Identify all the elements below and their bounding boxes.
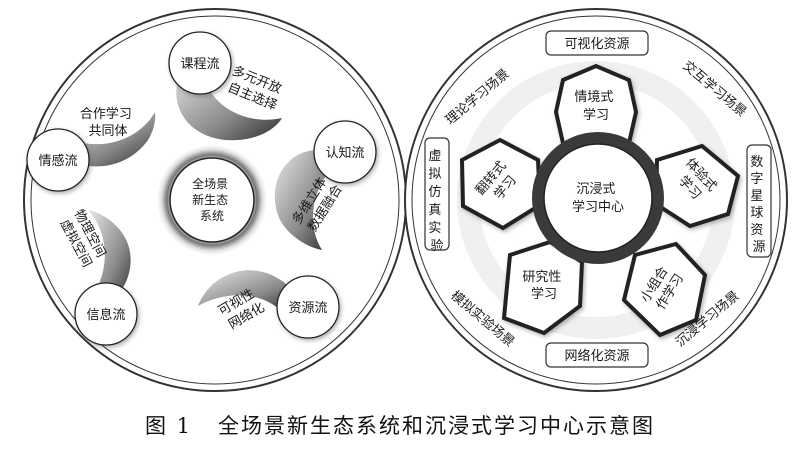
resource-box-virtual-sim-label: 虚 拟 仿 真 实 验: [428, 149, 445, 254]
arm-cognition: [274, 150, 330, 250]
svg-text:网络化资源: 网络化资源: [564, 348, 629, 364]
svg-text:情感流: 情感流: [38, 153, 77, 169]
left-diagram: 全场景 新生态 系统 课程流 认知流 资源流 信息流 情感流 多元开放 自主选: [23, 8, 407, 392]
flow-node-cognition: 认知流: [313, 120, 377, 184]
svg-text:课程流: 课程流: [180, 57, 219, 72]
svg-text:认知流: 认知流: [325, 145, 364, 161]
arm-label-cooperative: 合作学习 共同体: [80, 106, 136, 139]
svg-text:可视化资源: 可视化资源: [564, 37, 629, 52]
left-center-circle: [169, 157, 255, 243]
hexagon-group: 小组合 作学习: [621, 241, 708, 338]
resource-box-digital-planet: 数 字 星 球 资 源: [746, 144, 772, 258]
arm-resource: [198, 270, 300, 310]
resource-box-network: 网络化资源: [545, 342, 649, 368]
resource-box-visual: 可视化资源: [545, 30, 649, 56]
resource-box-digital-planet-label: 数 字 星 球 资 源: [750, 155, 767, 255]
left-center-label: 全场景 新生态 系统: [192, 176, 232, 223]
svg-text:情境式 学习: 情境式 学习: [574, 90, 617, 123]
svg-text:研究性 学习: 研究性 学习: [522, 270, 565, 302]
arm-information: [88, 210, 131, 307]
figure-title: 全场景新生态系统和沉浸式学习中心示意图: [218, 414, 656, 438]
hexagon-situational: 情境式 学习: [553, 63, 639, 154]
right-center-label: 沉浸式 学习中心: [572, 182, 624, 215]
figure-caption: 图 1 全场景新生态系统和沉浸式学习中心示意图: [0, 410, 800, 440]
figure-number: 图 1: [144, 414, 193, 438]
svg-text:信息流: 信息流: [86, 307, 125, 323]
flow-node-information: 信息流: [74, 282, 138, 346]
flow-node-resource: 资源流: [276, 275, 340, 339]
hexagon-research: 研究性 学习: [501, 239, 585, 336]
right-center-circle: [543, 143, 653, 253]
svg-text:资源流: 资源流: [288, 301, 327, 316]
flow-node-course: 课程流: [168, 31, 232, 95]
right-diagram: 情境式 学习 体验式 学习 小组合 作学习 研究性 学习: [404, 8, 788, 392]
resource-box-virtual-sim: 虚 拟 仿 真 实 验: [424, 137, 450, 254]
flow-node-emotion: 情感流: [26, 128, 90, 192]
